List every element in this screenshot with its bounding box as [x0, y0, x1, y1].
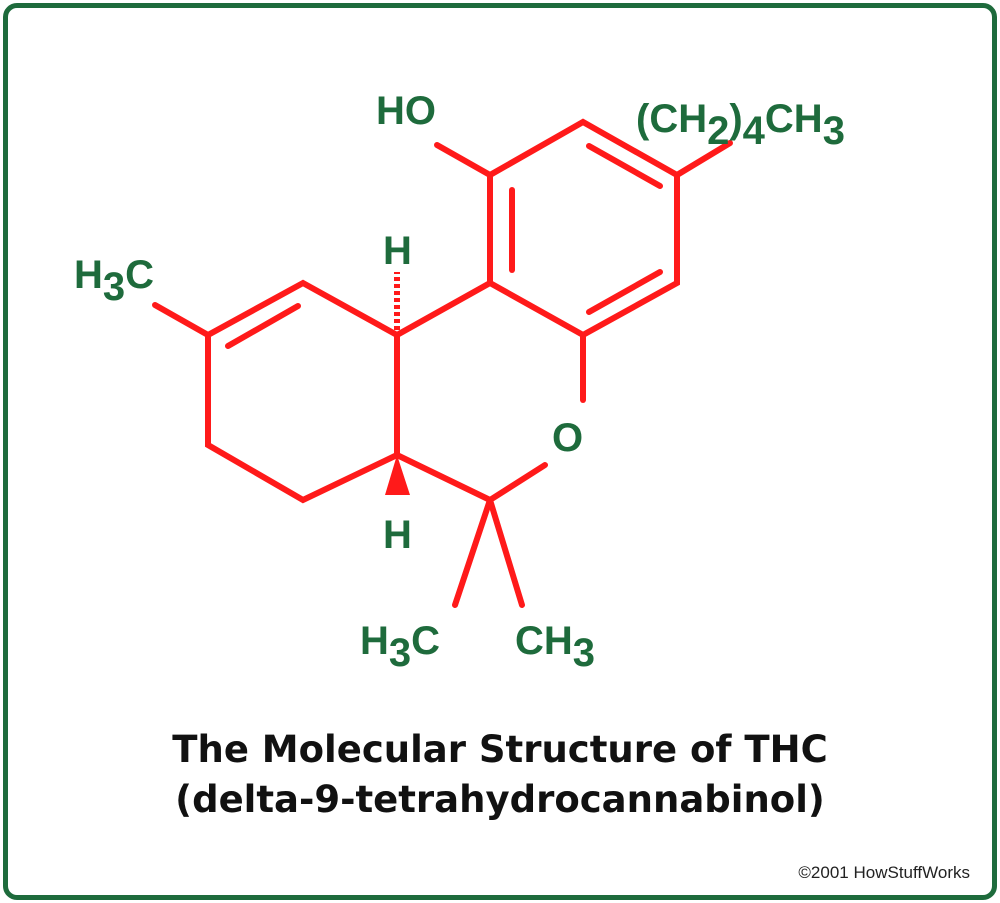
bonds [152, 118, 733, 608]
pentyl-label: (CH2)4CH3 [636, 97, 845, 153]
bond [394, 452, 493, 503]
bond [394, 280, 493, 338]
alkene-double-bond [225, 303, 301, 349]
methyl-label-bottom-left: H3C [360, 619, 440, 675]
diagram-subtitle: (delta-9-tetrahydrocannabinol) [175, 778, 825, 821]
atom-labels: HO (CH2)4CH3 H3C H H O H3C CH3 [74, 89, 845, 675]
hydrogen-label-bottom: H [383, 513, 412, 557]
aromatic-ring [487, 118, 680, 339]
copyright: ©2001 HowStuffWorks [798, 863, 970, 882]
methyl-bond [152, 302, 211, 338]
aromatic-double-bond [586, 269, 663, 315]
methyl-label-bottom-right: CH3 [515, 619, 595, 675]
methyl-bond [452, 497, 493, 608]
diagram-title: The Molecular Structure of THC [172, 728, 828, 771]
methyl-label: H3C [74, 253, 154, 309]
methyl-bond [487, 497, 525, 608]
oxygen-label: O [552, 416, 583, 460]
bond [487, 462, 548, 503]
aromatic-double-bond [586, 143, 663, 189]
wedge-bond [385, 455, 410, 495]
diagram-border [3, 3, 997, 900]
pentyl-bond [674, 140, 733, 178]
hydroxyl-label: HO [376, 89, 436, 133]
cyclohexene-ring [205, 279, 400, 504]
hydroxyl-bond [434, 142, 493, 178]
hydrogen-label-top: H [383, 229, 412, 273]
